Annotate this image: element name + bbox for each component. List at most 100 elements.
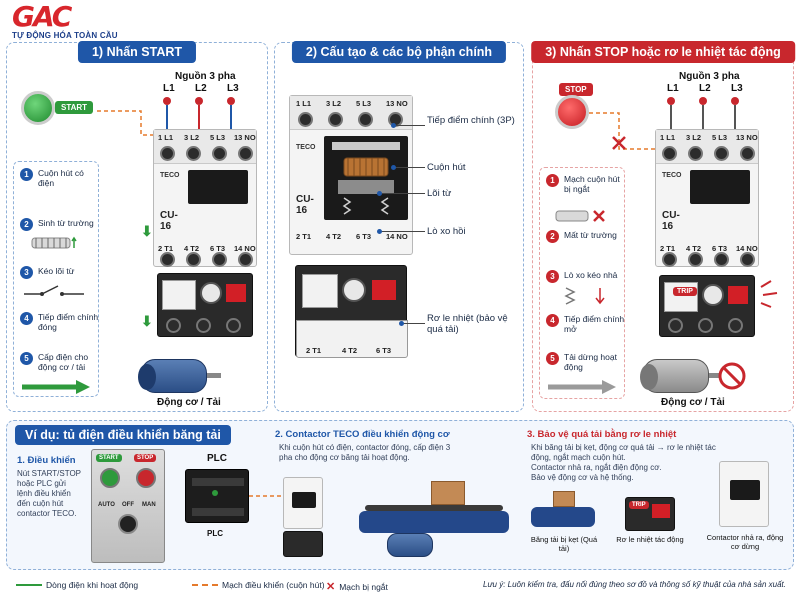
terminal-screw xyxy=(238,252,253,267)
cutaway-window xyxy=(324,136,408,220)
jammed-box xyxy=(553,491,575,507)
legend-red: Mạch điều khiển (cuộn hút) xyxy=(192,580,325,590)
phase-l1: L1 xyxy=(667,83,679,94)
step-text: Lò xo kéo nhả xyxy=(564,270,618,280)
relay-dial xyxy=(702,284,724,306)
coil-icon xyxy=(31,236,77,249)
callout-line xyxy=(379,193,425,194)
brand-mark: TECO xyxy=(160,172,180,179)
panel-stop: 3) Nhấn STOP hoặc rơ le nhiệt tác động S… xyxy=(531,41,795,412)
motor-label: Động cơ / Tải xyxy=(661,397,725,408)
relay-indicator xyxy=(652,504,670,518)
terminal-screw xyxy=(688,146,703,161)
terminal-screw xyxy=(186,146,201,161)
phase-terminal xyxy=(667,97,675,105)
cabinet-start-label: START xyxy=(96,454,122,462)
control-wire xyxy=(97,110,155,136)
step-num: 2 xyxy=(20,218,33,231)
contactor-cutaway: 1 L1 3 L2 5 L3 13 NO TECO CU-16 2 T1 4 T… xyxy=(289,95,413,255)
mini-relay xyxy=(283,531,323,557)
callout-thermal-relay: Rơ le nhiệt (bảo vệ quá tải) xyxy=(427,313,508,335)
steps-start: 1 Cuộn hút có điện 2 Sinh từ trường 3 Ké… xyxy=(13,161,99,397)
jammed-caption: Băng tải bị kẹt (Quá tải) xyxy=(530,535,598,553)
plc-io-strip xyxy=(192,508,244,516)
selector-switch[interactable] xyxy=(118,514,138,534)
phase-wire xyxy=(734,105,736,129)
step-1: 1 Mạch cuộn hút bị ngắt xyxy=(546,174,628,194)
contact-window xyxy=(188,170,248,204)
callout-dot xyxy=(391,123,396,128)
terminal-screw xyxy=(298,112,313,127)
terminal-label: 4 T2 xyxy=(326,232,342,241)
panel-structure-title: 2) Cấu tạo & các bộ phận chính xyxy=(291,41,507,63)
panel-stop-title: 3) Nhấn STOP hoặc rơ le nhiệt tác động xyxy=(531,41,795,63)
terminal-label: 6 T3 xyxy=(210,244,226,253)
start-button[interactable] xyxy=(21,91,55,125)
step-text: Tiếp điểm chính mở xyxy=(564,314,625,334)
step-num: 4 xyxy=(20,312,33,325)
step-4: 4 Tiếp điểm chính mở xyxy=(546,314,628,334)
terminal-label: 3 L2 xyxy=(686,133,702,142)
legend-green: Dòng điện khi hoạt động xyxy=(16,580,138,590)
terminal-label: 6 T3 xyxy=(712,244,728,253)
logo-mark: GAC xyxy=(12,0,72,33)
plc-caption: PLC xyxy=(207,529,223,538)
terminal-screw xyxy=(662,252,677,267)
terminal-screw xyxy=(714,252,729,267)
step-text: Mạch cuộn hút bị ngắt xyxy=(564,174,620,194)
note: Lưu ý: Luôn kiểm tra, đấu nối đúng theo … xyxy=(483,580,786,589)
control-cabinet: START STOP AUTO OFF MAN xyxy=(91,449,165,563)
no-power-icon xyxy=(718,362,746,390)
steps-stop: 1 Mạch cuộn hút bị ngắt 2 Mất từ trường … xyxy=(539,167,625,399)
thermal-relay-tripped xyxy=(659,275,755,337)
terminal-label: 14 NO xyxy=(386,232,408,241)
callout-line xyxy=(393,125,425,126)
relay-dial xyxy=(342,278,366,302)
step-1: 1 Cuộn hút có điện xyxy=(20,168,102,188)
motor-endcap xyxy=(640,364,658,390)
callout-line xyxy=(379,231,425,232)
bullet: Bảo vệ động cơ và hệ thống. xyxy=(531,473,634,482)
phase-l3: L3 xyxy=(731,83,743,94)
motor-shaft xyxy=(709,373,719,378)
motor-endcap xyxy=(138,364,156,390)
phase-terminal xyxy=(163,97,171,105)
terminal-label: 5 L3 xyxy=(210,133,226,142)
contactor-bullets: Khi cuộn hút có điện, contactor đóng, cấ… xyxy=(279,443,457,463)
panel-start-title: 1) Nhấn START xyxy=(77,41,197,63)
contact-window xyxy=(730,480,760,500)
terminal-label: 3 L2 xyxy=(326,99,342,108)
mini-contactor xyxy=(283,477,323,529)
step-4: 4 Tiếp điểm chính đóng xyxy=(20,312,102,332)
coil-core-icon xyxy=(332,142,400,215)
terminal-label: 5 L3 xyxy=(712,133,728,142)
terminal-screw xyxy=(226,318,241,333)
released-contactor xyxy=(719,461,769,527)
step-num: 1 xyxy=(546,174,559,187)
plc-unit xyxy=(185,469,249,523)
model-label: CU-16 xyxy=(160,210,178,232)
cabinet-stop-button[interactable] xyxy=(136,468,156,488)
terminal-screw xyxy=(212,252,227,267)
legend: Dòng điện khi hoạt động Mạch điều khiển … xyxy=(6,574,794,596)
plc-led xyxy=(212,490,218,496)
terminal-screw xyxy=(358,112,373,127)
cabinet-start-button[interactable] xyxy=(100,468,120,488)
step-num: 3 xyxy=(20,266,33,279)
arrow-right-icon xyxy=(22,380,90,394)
bullet: Nút START/STOP hoặc PLC gửi lệnh điều kh… xyxy=(17,469,81,518)
plc-to-contactor-wire xyxy=(249,495,283,497)
callout-spring: Lò xo hồi xyxy=(427,226,466,237)
step-num: 1 xyxy=(20,168,33,181)
step-3: 3 Kéo lõi từ xyxy=(20,266,102,279)
legend-cut-text: Mạch bị ngắt xyxy=(339,581,388,592)
phase-l3: L3 xyxy=(227,83,239,94)
cross-icon: ✕ xyxy=(326,581,336,593)
phase-wire xyxy=(670,105,672,129)
callout-dot xyxy=(377,191,382,196)
terminal-screw xyxy=(238,146,253,161)
source-label: Nguồn 3 pha xyxy=(175,71,236,82)
switch-icon xyxy=(24,285,84,296)
panel-structure: 2) Cấu tạo & các bộ phận chính 1 L1 3 L2… xyxy=(274,41,524,412)
stop-button[interactable] xyxy=(555,95,589,129)
